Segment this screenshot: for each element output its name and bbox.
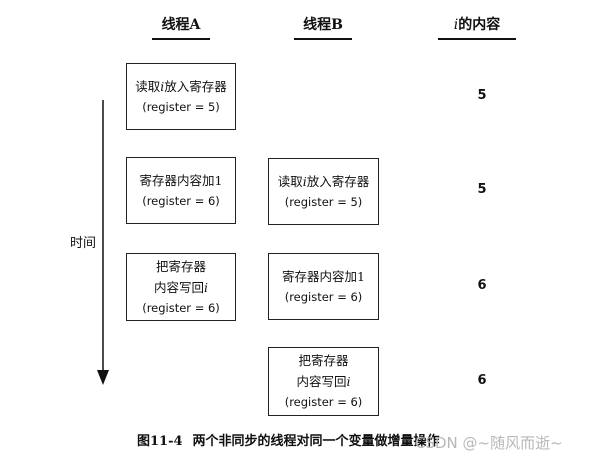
header-contents: i的内容	[438, 14, 516, 40]
value-i-step-1: 5	[477, 88, 487, 103]
value-i-step-3: 6	[477, 278, 487, 293]
thread-b-step-read: 读取i放入寄存器 (register = 5)	[268, 158, 379, 225]
time-label: 时间	[70, 230, 97, 253]
watermark: CSDN @~随风而逝~	[415, 434, 563, 452]
header-underline	[152, 38, 210, 40]
thread-a-step-read: 读取i放入寄存器 (register = 5)	[126, 63, 236, 130]
thread-a-step-write-back: 把寄存器 内容写回i (register = 6)	[126, 253, 236, 321]
thread-a-step-increment: 寄存器内容加1 (register = 6)	[126, 157, 236, 224]
figure-caption: 图11-4 两个非同步的线程对同一个变量做增量操作	[137, 430, 440, 449]
figure-title: 两个非同步的线程对同一个变量做增量操作	[192, 434, 440, 449]
header-underline	[438, 38, 516, 40]
time-arrow	[97, 100, 109, 385]
thread-b-step-write-back: 把寄存器 内容写回i (register = 6)	[268, 347, 379, 416]
value-i-step-4: 6	[477, 373, 487, 388]
thread-b-step-increment: 寄存器内容加1 (register = 6)	[268, 253, 379, 320]
header-thread-a: 线程A	[152, 14, 210, 40]
value-i-step-2: 5	[477, 182, 487, 197]
header-underline	[294, 38, 352, 40]
figure-number: 图11-4	[137, 434, 183, 449]
header-thread-b: 线程B	[294, 14, 352, 40]
